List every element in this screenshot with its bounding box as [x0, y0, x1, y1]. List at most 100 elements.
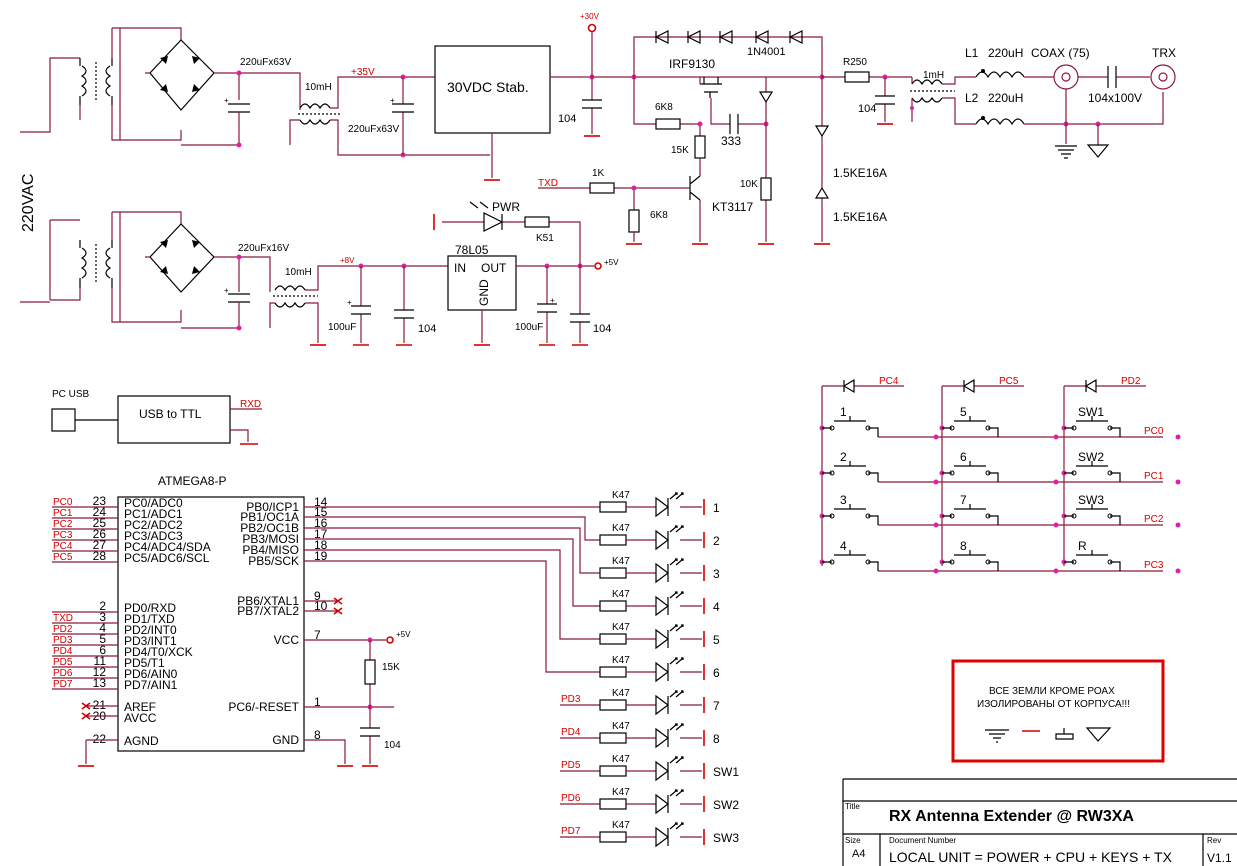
led-emit-icon [669, 789, 684, 797]
mcu-pin-num: 17 [314, 527, 328, 541]
mcu-vcc-rail: +5V [396, 630, 411, 639]
key-row-net: PC2 [1144, 514, 1164, 525]
ground-note: ВСЕ ЗЕМЛИ КРОМЕ РОАХ ИЗОЛИРОВАНЫ ОТ КОРП… [951, 659, 1165, 763]
mcu-pin-label: PB0/ICP1 [246, 500, 299, 514]
pushbutton-icon [942, 461, 999, 482]
r10k-label: 10K [740, 179, 758, 190]
key-label: 6 [960, 450, 967, 464]
key-label: SW3 [1078, 493, 1104, 507]
led-resistor [599, 798, 627, 810]
mcu-pin-num: 15 [314, 505, 328, 519]
pushbutton-contact [985, 425, 991, 431]
junction-dot [1053, 434, 1059, 440]
junction-dot [1175, 568, 1181, 574]
mcu-pin-label: PD1/TXD [124, 612, 175, 626]
rail-5-label: +5V [604, 258, 619, 267]
led-resistor [599, 501, 627, 513]
rail-8-label: +8V [340, 256, 355, 265]
cap-100u-a-label: 100uF [328, 322, 356, 333]
mcu-pin-label: PD4/T0/XCK [124, 645, 193, 659]
led-resistor [599, 831, 627, 843]
rail-30-label: +30V [580, 12, 600, 21]
mcu-pin-net: PD3 [53, 635, 73, 646]
led-net-label: PD6 [561, 793, 581, 804]
mcu-pin-label: PC4/ADC4/SDA [124, 540, 211, 554]
doc-lbl: Document Number [889, 836, 956, 845]
mcu-pin-num: 2 [99, 599, 106, 613]
mcu-section: ATMEGA8-P PC0/ADC023PC0PC1/ADC124PC1PC2/… [52, 474, 600, 767]
key-label: SW1 [1078, 405, 1104, 419]
mcu-name: ATMEGA8-P [158, 474, 226, 488]
junction-dot [1175, 479, 1181, 485]
mcu-r15k-label: 15K [382, 662, 400, 673]
mcu-pin-num: 8 [314, 728, 321, 742]
tx-section: 1N4001 IRF9130 6K8 333 15K TXD 1K 6K8 KT… [538, 30, 1176, 245]
pushbutton-contact [829, 470, 835, 476]
led-name: 3 [713, 567, 720, 581]
led-resistor [599, 633, 627, 645]
led-net-label: PD5 [561, 760, 581, 771]
pushbutton-contact [949, 513, 955, 519]
pushbutton-contact [1071, 559, 1077, 565]
junction-dot [1175, 522, 1181, 528]
led-diode-icon [655, 628, 669, 650]
led-resistor-label: K47 [612, 622, 630, 633]
svg-text:+: + [347, 298, 352, 307]
pc-usb-label: PC USB [52, 389, 90, 400]
choke-1mh-label: 1mH [923, 70, 944, 81]
mosfet-label: IRF9130 [669, 57, 715, 71]
mcu-pin-label: GND [272, 733, 299, 747]
led-resistor-label: K47 [612, 820, 630, 831]
diode-icon [1084, 378, 1097, 394]
reg-out: OUT [481, 261, 507, 275]
pushbutton-icon [1064, 461, 1121, 482]
l1-val: 220uH [988, 46, 1023, 60]
reg-gnd: GND [477, 279, 491, 306]
led-resistor-label: K47 [612, 589, 630, 600]
cap-104c-label: 104 [593, 323, 611, 335]
mcu-pin-num: 4 [99, 621, 106, 635]
coax-label: COAX (75) [1031, 46, 1090, 60]
pushbutton-icon [1064, 504, 1121, 525]
key-col-net: PC4 [879, 376, 899, 387]
mcu-pin-net: PC1 [53, 508, 73, 519]
junction-dot [1053, 568, 1059, 574]
pushbutton-contact [1107, 470, 1113, 476]
title-text: RX Antenna Extender @ RW3XA [889, 808, 1134, 825]
mcu-pin-label: PB2/OC1B [240, 521, 299, 535]
pushbutton-contact [829, 559, 835, 565]
l2-label: L2 [965, 91, 979, 105]
key-label: 7 [960, 493, 967, 507]
mcu-pin-label: PB3/MOSI [242, 532, 299, 546]
txd-label: TXD [538, 178, 558, 189]
led-diode-icon [655, 727, 669, 749]
key-row-net: PC0 [1144, 426, 1164, 437]
mcu-pin-num: 18 [314, 538, 328, 552]
key-label: 1 [840, 405, 847, 419]
key-label: 8 [960, 539, 967, 553]
pushbutton-contact [1107, 559, 1113, 565]
mcu-pin-net: PD5 [53, 657, 73, 668]
svg-text:+: + [390, 96, 395, 105]
led-name: SW2 [713, 798, 739, 812]
led-name: 6 [713, 666, 720, 680]
diodes-label: 1N4001 [747, 46, 786, 58]
r15k-label: 15K [671, 145, 689, 156]
led-emit-icon [669, 591, 684, 599]
led-resistor [599, 699, 627, 711]
junction-dot [933, 568, 939, 574]
led-name: 1 [713, 501, 720, 515]
key-col-wires [821, 386, 1065, 566]
led-net-label: PD7 [561, 826, 581, 837]
led-net-label: PD4 [561, 727, 581, 738]
mcu-pin-num: 19 [314, 549, 328, 563]
pushbutton-icon [822, 416, 879, 437]
doc-val: LOCAL UNIT = POWER + CPU + KEYS + TX [889, 849, 1173, 865]
rail-35-label: +35V [351, 67, 375, 78]
